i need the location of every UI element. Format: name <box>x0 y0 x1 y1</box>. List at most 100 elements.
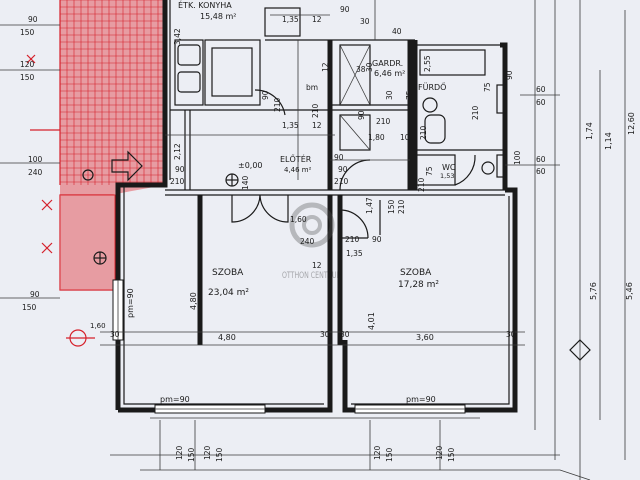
room2-area: 17,28 m² <box>398 280 439 290</box>
room-bath-name: FÜRDŐ <box>418 82 446 92</box>
dim-label: 150 <box>20 73 35 82</box>
dim-label: 4,01 <box>367 312 376 330</box>
dim-label: 210 <box>311 103 320 118</box>
dim-label: 12,60 <box>627 112 636 135</box>
dim-label: 1,74 <box>585 122 594 140</box>
dim-label: 30 <box>385 90 394 100</box>
inner-walls <box>165 39 505 345</box>
dim-label: 120 <box>435 445 444 460</box>
dim-label: 2,55 <box>423 55 432 72</box>
room1-area: 23,04 m² <box>208 288 249 298</box>
dim-label: 150 <box>22 303 37 312</box>
dim-label: bm <box>306 83 318 92</box>
dim-label: 210 <box>419 125 428 140</box>
room-wc-name: WC <box>442 163 456 172</box>
dim-label: 120 <box>373 445 382 460</box>
dim-label: 90 <box>338 165 348 174</box>
entrance-arrow-icon <box>111 150 143 182</box>
dim-label: 120 <box>20 60 35 69</box>
dim-label: 150 <box>215 447 224 462</box>
dim-label: 90 <box>175 165 185 174</box>
room-kitchen-name: ÉTK. KONYHA <box>178 0 232 10</box>
dim-label: 100 <box>513 150 522 165</box>
dim-label: 38 <box>356 65 366 74</box>
room-hall-name: ELŐTÉR <box>280 153 312 164</box>
dimension-lines <box>0 0 626 480</box>
dim-label: 90 <box>28 15 38 24</box>
dim-label: 1,35 <box>282 15 299 24</box>
dimension-labels-vertical: 3,42 2,12 90 210 140 75 210 2,55 75 210 … <box>173 28 636 462</box>
room-wardrobe-area: 6,46 m² <box>374 69 405 78</box>
dim-label: 1,35 <box>282 121 299 130</box>
red-annotations <box>26 54 95 347</box>
level-hall: ±0,00 <box>238 161 263 170</box>
windows-graphics <box>112 279 466 414</box>
room2-name: SZOBA <box>400 268 432 278</box>
watermark: OTTHON CENTRUM <box>282 202 342 281</box>
dim-label: 100 <box>28 155 43 164</box>
dim-label: 120 <box>175 445 184 460</box>
window-left-label: pm=90 <box>126 288 135 318</box>
dim-label: 1,80 <box>368 133 385 142</box>
dim-label: 3,42 <box>173 28 182 45</box>
dim-label: 240 <box>300 237 315 246</box>
watermark-text: OTTHON CENTRUM <box>282 271 342 281</box>
dim-label: 30 <box>340 330 350 339</box>
dim-label: 12 <box>312 15 322 24</box>
room-hall-area: 4,46 m² <box>284 166 312 174</box>
dim-label: 150 <box>385 447 394 462</box>
dim-label: 210 <box>345 235 360 244</box>
dim-label: 90 <box>372 235 382 244</box>
dim-label: 1,35 <box>346 249 363 258</box>
dim-label: 1,47 <box>365 197 374 214</box>
dim-label: 12 <box>312 121 322 130</box>
kitchen-fixtures <box>174 7 301 116</box>
room-wc-area: 1,53 <box>440 172 454 180</box>
dim-label: 90 <box>340 5 350 14</box>
dim-label: 30 <box>360 17 370 26</box>
dim-label: 10 <box>400 133 410 142</box>
dim-label: 150 <box>387 199 396 214</box>
dim-label: 210 <box>471 105 480 120</box>
dim-label: 90 <box>505 70 514 80</box>
dim-label: 12 <box>321 62 330 72</box>
dim-label: 1,14 <box>604 132 613 150</box>
dim-label: 240 <box>28 168 43 177</box>
window-bottom-left-label: pm=90 <box>160 395 190 404</box>
room-labels: ÉTK. KONYHA 15,48 m² GARDR. 6,46 m² FÜRD… <box>178 0 456 298</box>
dim-label: 40 <box>392 27 402 36</box>
dim-label: 90 <box>30 290 40 299</box>
dim-label: 75 <box>425 166 434 176</box>
dim-label: 5,76 <box>589 282 598 300</box>
dim-label: 60 <box>536 98 546 107</box>
dim-label: 150 <box>20 28 35 37</box>
dim-label: 210 <box>376 117 391 126</box>
dim-label: 30 <box>320 330 330 339</box>
dim-label: 1,60 <box>290 215 307 224</box>
dim-label: 2,12 <box>173 143 182 160</box>
room-kitchen-area: 15,48 m² <box>200 12 236 21</box>
window-labels: pm=90 pm=90 pm=90 <box>126 288 436 404</box>
dim-label: 90 <box>261 90 270 100</box>
dim-label: 150 <box>447 447 456 462</box>
dim-label: 1,60 <box>90 322 106 330</box>
dim-label: 90 <box>357 110 366 120</box>
dim-label: 12 <box>312 261 322 270</box>
dim-label: 210 <box>334 177 349 186</box>
dim-label: 75 <box>483 82 492 92</box>
dimension-labels: 90 150 120 150 100 240 90 150 1,60 1,35 … <box>20 5 546 342</box>
room1-name: SZOBA <box>212 268 244 278</box>
dim-label: 30 <box>506 330 516 339</box>
dim-label: 60 <box>536 167 546 176</box>
dim-label: 210 <box>170 177 185 186</box>
dim-label: 120 <box>203 445 212 460</box>
dim-label: 5,46 <box>625 282 634 300</box>
dim-label: 90 <box>334 153 344 162</box>
level-markers <box>82 169 239 265</box>
dim-label: 4,80 <box>218 333 236 342</box>
dim-label: 210 <box>417 177 426 192</box>
window-bottom-right-label: pm=90 <box>406 395 436 404</box>
dim-label: 75 <box>405 90 414 100</box>
terrace-hatch <box>59 0 166 291</box>
